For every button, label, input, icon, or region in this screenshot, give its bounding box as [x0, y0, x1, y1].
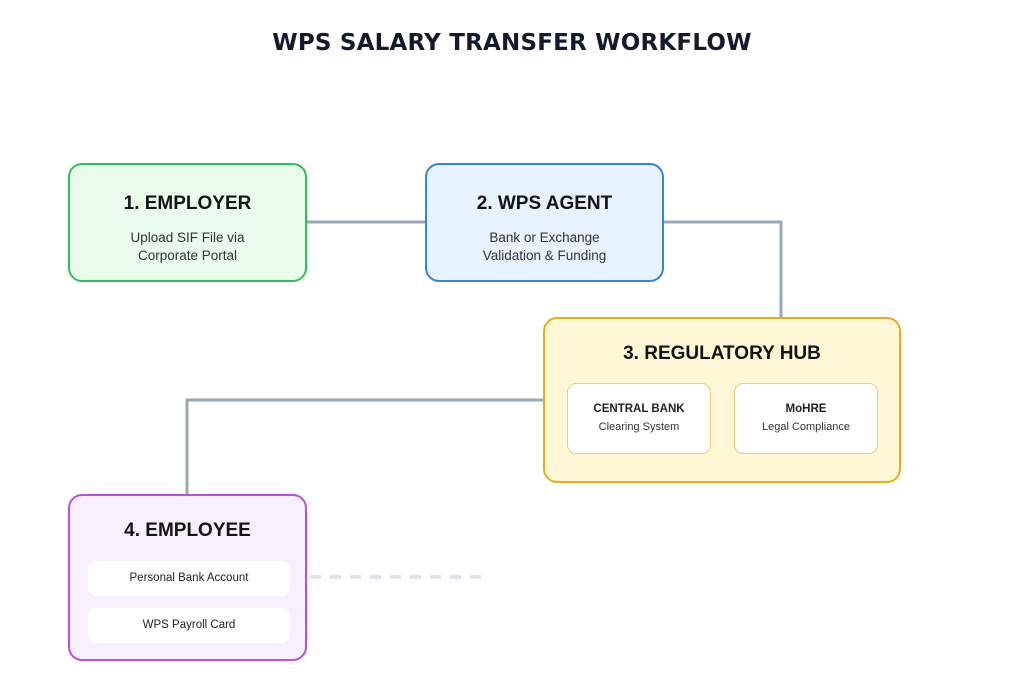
employer-desc-line-1: Upload SIF File via — [130, 230, 245, 245]
employer-description: Upload SIF File via Corporate Portal — [70, 229, 305, 265]
agent-title: 2. WPS AGENT — [476, 193, 613, 214]
central-bank-box: CENTRAL BANK Clearing System — [567, 383, 711, 454]
option-personal-bank-account: Personal Bank Account — [88, 561, 290, 596]
mohre-description: Legal Compliance — [761, 421, 851, 433]
agent-desc-line-1: Bank or Exchange — [489, 230, 600, 245]
node-employee: 4. EMPLOYEE Personal Bank Account WPS Pa… — [68, 494, 307, 661]
connector-agent-hub — [664, 220, 783, 317]
option-wps-payroll-card: WPS Payroll Card — [88, 608, 290, 643]
mohre-box: MoHRE Legal Compliance — [734, 383, 878, 454]
central-bank-description: Clearing System — [598, 421, 680, 433]
connector-hub-employee — [185, 398, 543, 494]
central-bank-title: CENTRAL BANK — [593, 403, 685, 415]
employer-desc-line-2: Corporate Portal — [137, 248, 238, 263]
agent-description: Bank or Exchange Validation & Funding — [427, 229, 662, 265]
diagram-title: WPS SALARY TRANSFER WORKFLOW — [272, 30, 752, 56]
node-regulatory-hub: 3. REGULATORY HUB CENTRAL BANK Clearing … — [543, 317, 901, 483]
node-employer: 1. EMPLOYER Upload SIF File via Corporat… — [68, 163, 307, 282]
node-wps-agent: 2. WPS AGENT Bank or Exchange Validation… — [425, 163, 664, 282]
hub-title: 3. REGULATORY HUB — [623, 343, 821, 364]
employee-title: 4. EMPLOYEE — [124, 520, 251, 541]
employer-title: 1. EMPLOYER — [123, 193, 252, 214]
mohre-title: MoHRE — [785, 403, 827, 415]
agent-desc-line-2: Validation & Funding — [482, 248, 607, 263]
